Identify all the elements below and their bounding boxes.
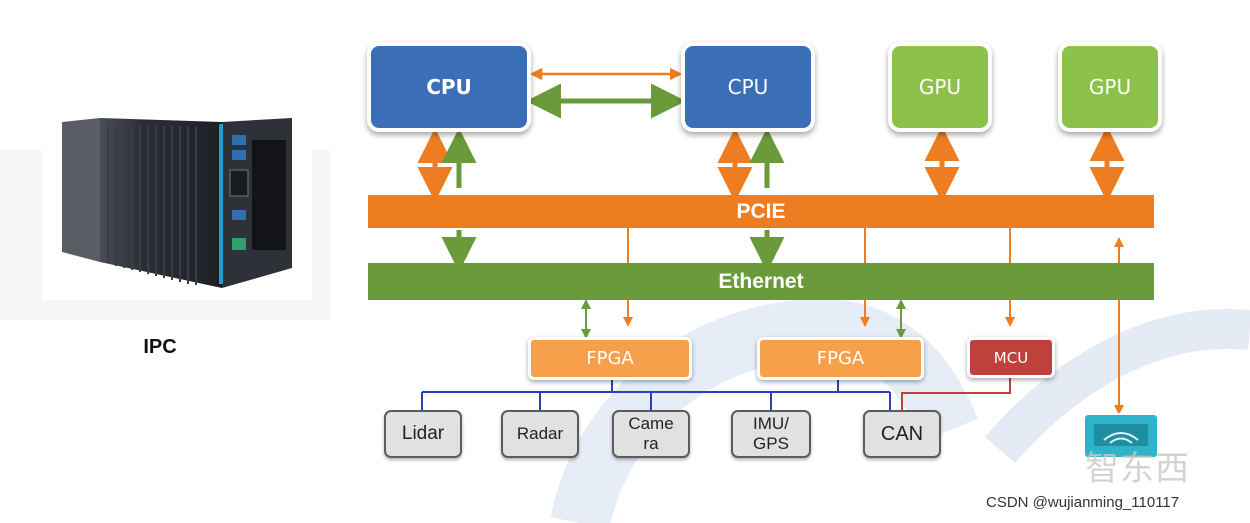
- cpu-box-2: CPU: [681, 42, 815, 132]
- sensor-camera: Came ra: [612, 410, 690, 458]
- sensor-label-radar: Radar: [516, 424, 564, 443]
- gpu-label-2: GPU: [1088, 75, 1132, 99]
- sensor-bus: [421, 380, 891, 410]
- gpu-box-1: GPU: [888, 42, 992, 132]
- sensor-label-camera: Came ra: [628, 414, 674, 453]
- cpu-label-2: CPU: [727, 75, 769, 99]
- ipc-image: [42, 100, 312, 300]
- sensor-label-imu-gps: IMU/ GPS: [753, 414, 789, 453]
- sensor-radar: Radar: [501, 410, 579, 458]
- fpga-box-1: FPGA: [528, 337, 692, 380]
- gpu-label-1: GPU: [918, 75, 962, 99]
- sensor-label-lidar: Lidar: [401, 423, 445, 444]
- fpga-label-2: FPGA: [816, 348, 865, 369]
- gpu-box-2: GPU: [1058, 42, 1162, 132]
- cpu-box-1: CPU: [367, 42, 531, 132]
- fpga-box-2: FPGA: [757, 337, 924, 380]
- pcie-bus: PCIE: [368, 195, 1154, 228]
- ethernet-label: Ethernet: [718, 269, 804, 293]
- logo-text: 智东西: [1085, 449, 1190, 489]
- mcu-box: MCU: [967, 337, 1055, 378]
- fpga-label-1: FPGA: [586, 348, 634, 369]
- watermark: CSDN @wujianming_110117: [986, 494, 1180, 511]
- wifi-module: [1083, 413, 1159, 459]
- pcie-label: PCIE: [736, 199, 786, 223]
- mcu-label: MCU: [993, 348, 1029, 367]
- sensor-imu-gps: IMU/ GPS: [731, 410, 811, 458]
- sensor-can: CAN: [863, 410, 941, 458]
- sensor-lidar: Lidar: [384, 410, 462, 458]
- ipc-label: IPC: [143, 336, 177, 358]
- cpu-label-1: CPU: [426, 75, 472, 99]
- ethernet-bus: Ethernet: [368, 263, 1154, 300]
- sensor-label-can: CAN: [880, 423, 924, 445]
